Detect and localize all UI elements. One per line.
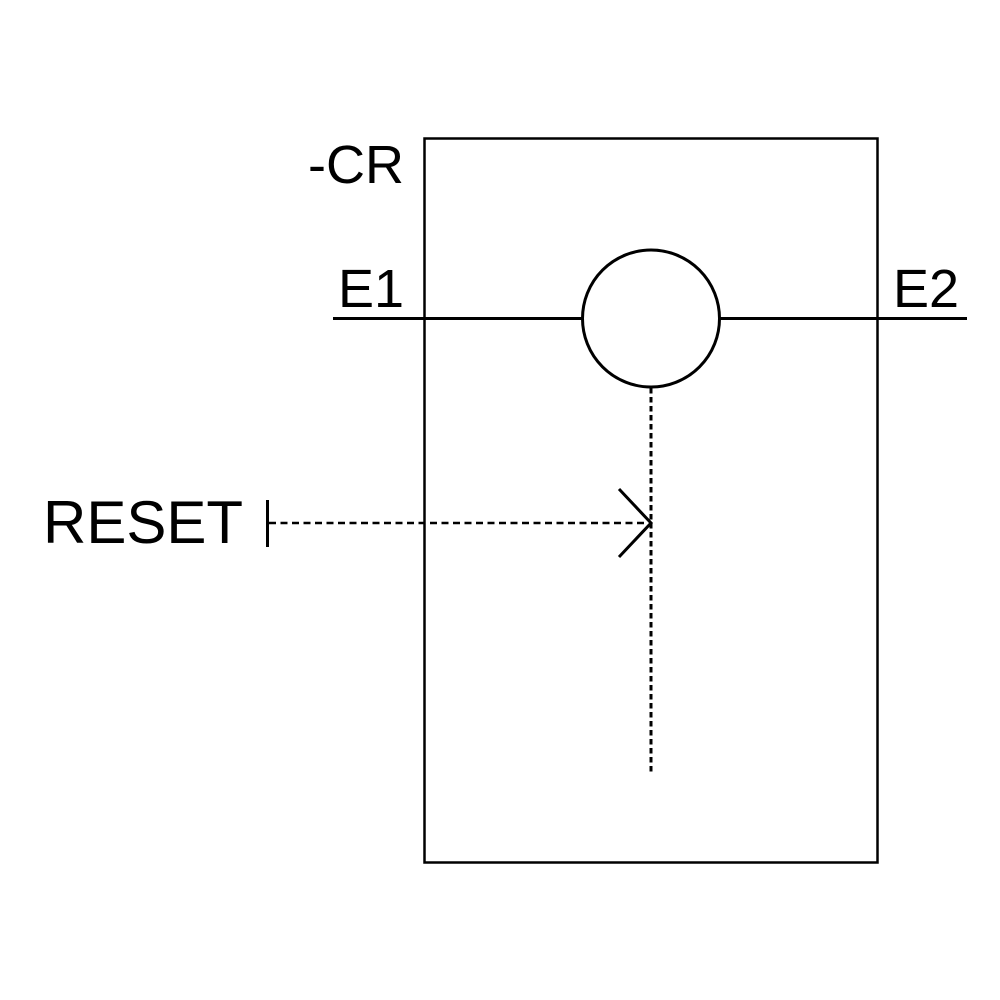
coil-circle bbox=[581, 248, 721, 389]
reset-label: RESET bbox=[43, 489, 243, 556]
relay-body-outline bbox=[423, 137, 879, 864]
device-label: -CR bbox=[308, 135, 404, 195]
terminal-e2-label: E2 bbox=[893, 259, 959, 319]
terminal-e1-label: E1 bbox=[338, 259, 404, 319]
arrow-head-icon bbox=[617, 487, 654, 559]
